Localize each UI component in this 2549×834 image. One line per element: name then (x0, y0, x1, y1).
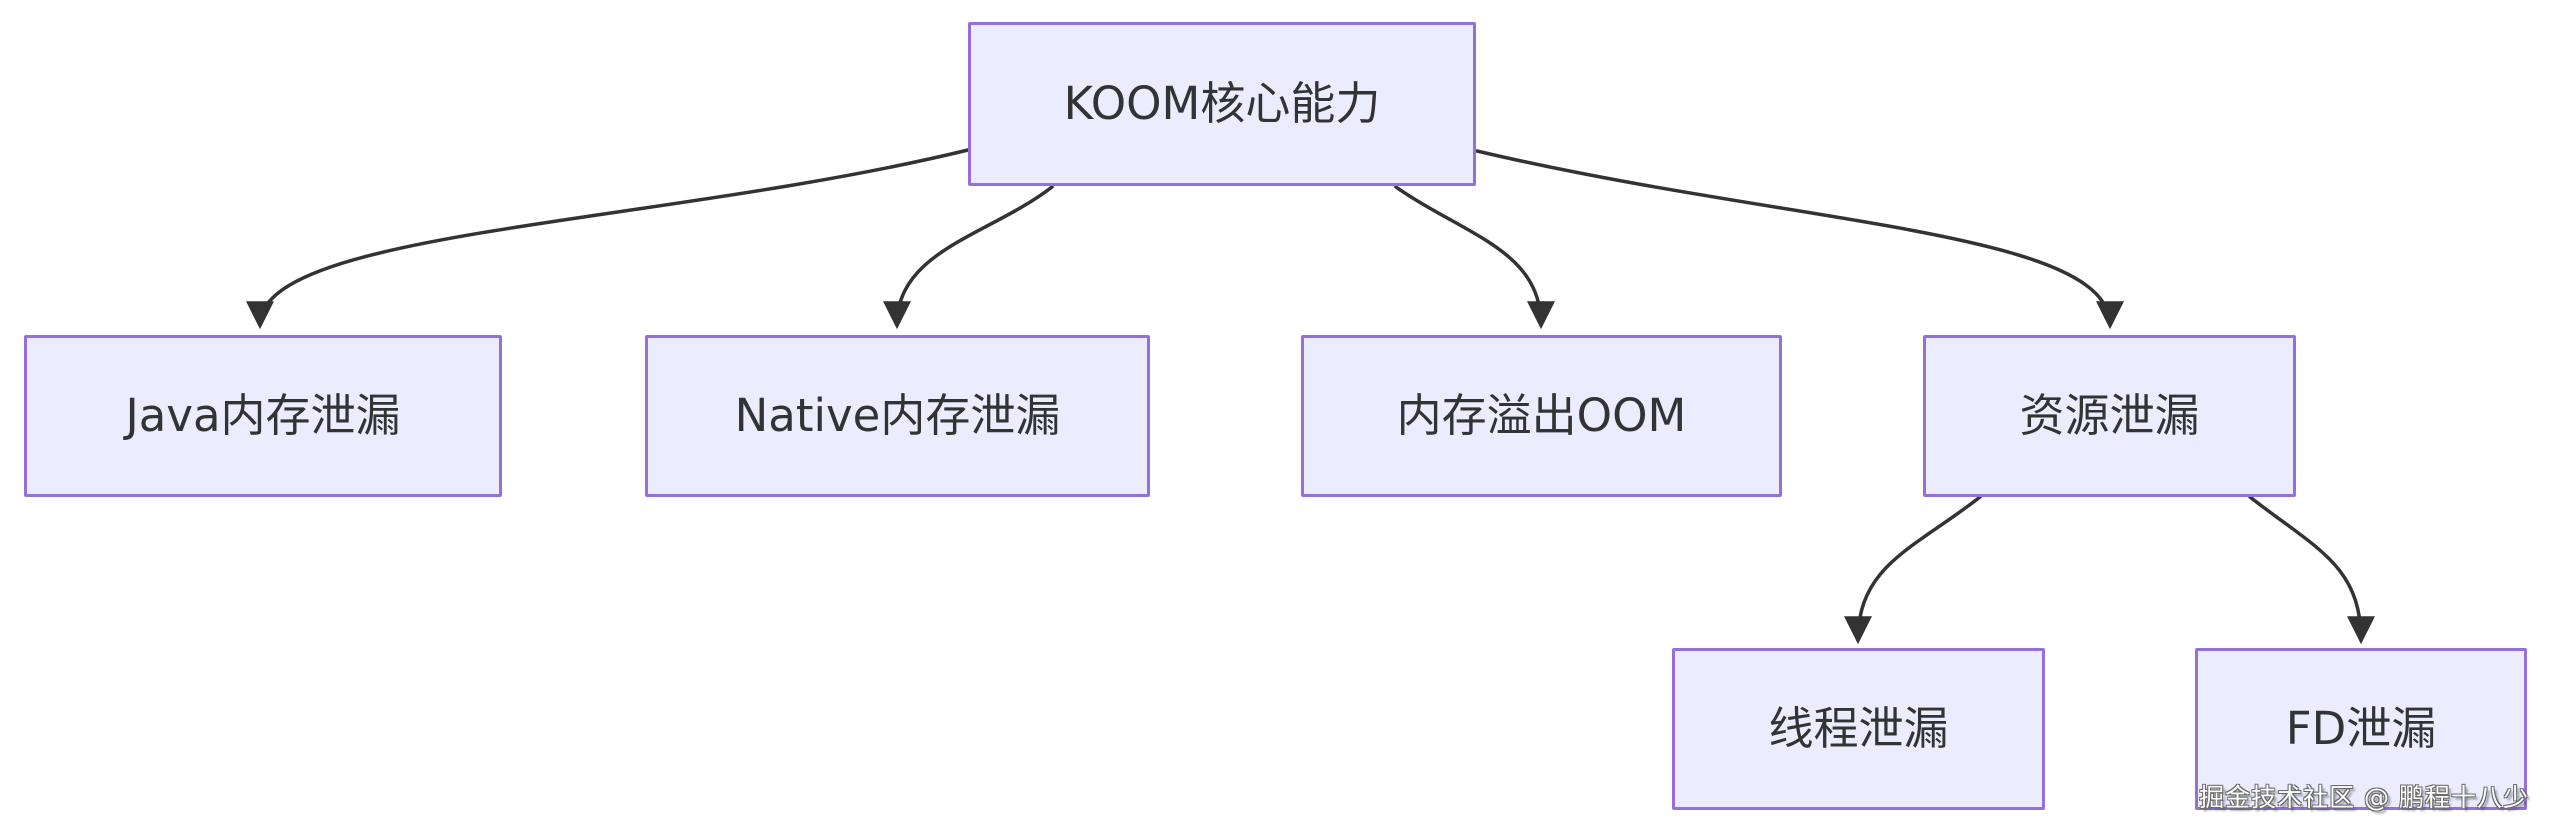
node-thread-leak: 线程泄漏 (1672, 648, 2045, 810)
node-label: FD泄漏 (2285, 702, 2437, 755)
node-label: Java内存泄漏 (125, 389, 401, 442)
node-label: Native内存泄漏 (734, 389, 1061, 442)
node-resource-leak: 资源泄漏 (1923, 335, 2296, 497)
edge-resource-fd (2248, 495, 2375, 645)
node-java-memory-leak: Java内存泄漏 (24, 335, 502, 497)
watermark: 掘金技术社区 @ 鹏程十八少 (2199, 783, 2529, 812)
node-label: 内存溢出OOM (1396, 389, 1687, 442)
edge-root-native (883, 185, 1054, 330)
edge-root-java (246, 148, 970, 330)
edge-root-oom (1394, 185, 1555, 330)
node-fd-leak: FD泄漏 (2195, 648, 2527, 810)
node-label: KOOM核心能力 (1063, 77, 1381, 130)
node-label: 线程泄漏 (1768, 702, 1949, 755)
edge-resource-thread (1844, 495, 1982, 645)
node-label: 资源泄漏 (2019, 389, 2200, 442)
node-native-memory-leak: Native内存泄漏 (645, 335, 1150, 497)
edge-root-resource (1475, 149, 2124, 330)
node-memory-overflow-oom: 内存溢出OOM (1301, 335, 1782, 497)
node-koom-core-capability: KOOM核心能力 (968, 22, 1476, 186)
